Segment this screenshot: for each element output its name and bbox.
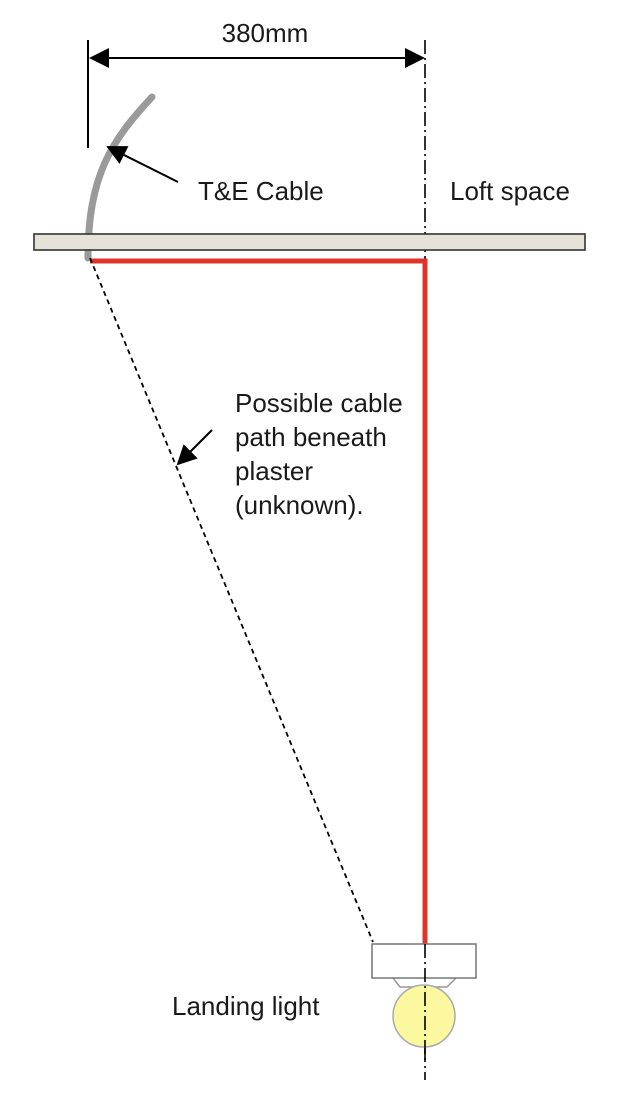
possible-path-line: (unknown). [235,490,364,520]
loft-label: Loft space [450,176,570,206]
possible-path-line: path beneath [235,422,387,452]
landing-light-label: Landing light [172,991,320,1021]
te-cable [84,93,156,262]
dimension-label: 380mm [222,18,309,48]
cable-pointer-arrow [106,146,179,183]
ceiling-rose [371,943,477,979]
possible-path-label: Possible cable path beneath plaster (unk… [235,388,410,520]
possible-path-line: plaster [235,456,313,486]
cable-label: T&E Cable [198,176,324,206]
light-bulb-icon [392,984,456,1048]
possible-cable-path [89,257,374,943]
possible-path-line: Possible cable [235,388,403,418]
proposed-cable-route [90,258,428,944]
possible-path-pointer-arrow [176,429,213,466]
ceiling-joist [33,233,586,251]
